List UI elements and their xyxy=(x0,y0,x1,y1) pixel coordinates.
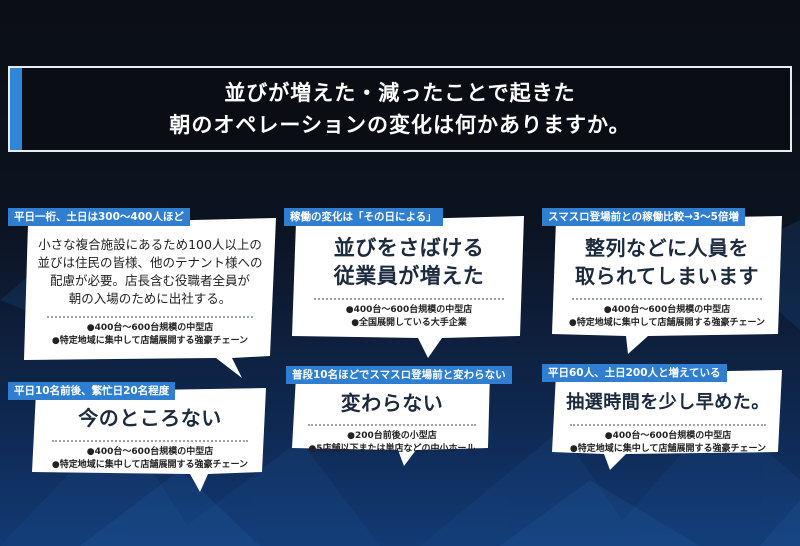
card-headline-2-line-2: 従業員が増えた xyxy=(333,264,485,288)
answer-card-5: 普段10名ほどでスマスロ登場前と変わらない 変わらない ●200台前後の小型店 … xyxy=(286,366,512,466)
card-text-1-line-2: 並びは住民の皆様、他のテナント様への xyxy=(37,255,263,270)
speech-bubble-1 xyxy=(24,218,276,378)
card-meta-5-line-1: ●200台前後の小型店 xyxy=(347,431,437,441)
dotted-divider xyxy=(308,424,476,426)
card-headline-3-line-2: 取られてしまいます xyxy=(575,264,759,288)
card-headline-3-line-1: 整列などに人員を xyxy=(585,236,749,260)
card-meta-4-line-1: ●400台〜600台規模の中型店 xyxy=(86,447,214,457)
dotted-divider xyxy=(47,316,253,318)
dotted-divider xyxy=(572,298,762,300)
card-label-1: 平日一桁、土日は300〜400人ほど xyxy=(8,208,190,226)
speech-bubble-2 xyxy=(292,216,524,358)
card-label-3: スマスロ登場前との稼働比較→3〜5倍増 xyxy=(542,208,745,226)
speech-bubble-5 xyxy=(292,372,490,466)
card-meta-6-line-1: ●400台〜600台規模の中型店 xyxy=(604,431,732,441)
card-label-6: 平日60人、土日200人と増えている xyxy=(542,364,727,382)
card-label-4: 平日10名前後、繁忙日20名程度 xyxy=(8,382,176,400)
card-label-2: 稼働の変化は「その日による」 xyxy=(284,208,443,226)
header-question-box: 並びが増えた・減ったことで起きた 朝のオペレーションの変化は何かありますか。 xyxy=(8,66,792,152)
speech-bubble-3 xyxy=(552,216,782,354)
dotted-divider xyxy=(570,424,766,426)
answer-card-3: スマスロ登場前との稼働比較→3〜5倍増 整列などに人員を 取られてしまいます ●… xyxy=(542,208,784,354)
speech-bubble-6 xyxy=(552,370,782,470)
card-headline-6: 抽選時間を少し早めた。 xyxy=(566,392,770,413)
card-label-5: 普段10名ほどでスマスロ登場前と変わらない xyxy=(286,366,512,384)
answer-card-6: 平日60人、土日200人と増えている 抽選時間を少し早めた。 ●400台〜600… xyxy=(542,364,784,470)
header-line-2: 朝のオペレーションの変化は何かありますか。 xyxy=(169,113,631,137)
card-meta-3-line-2: ●特定地域に集中して店舗展開する強豪チェーン xyxy=(568,318,766,328)
card-meta-6-line-2: ●特定地域に集中して店舗展開する強豪チェーン xyxy=(569,444,767,454)
card-meta-4-line-2: ●特定地域に集中して店舗展開する強豪チェーン xyxy=(51,460,249,470)
card-headline-2-line-1: 並びをさばける xyxy=(333,236,485,260)
card-meta-2-line-2: ●全国展開している大手企業 xyxy=(351,318,467,328)
header-line-1: 並びが増えた・減ったことで起きた xyxy=(224,81,576,105)
card-text-1-line-4: 朝の入場のために出社する。 xyxy=(68,291,232,306)
dotted-divider xyxy=(314,298,504,300)
card-headline-4: 今のところない xyxy=(78,406,222,430)
card-headline-5: 変わらない xyxy=(340,391,444,415)
dotted-divider xyxy=(52,440,248,442)
card-text-1-line-1: 小さな複合施設にあるため100人以上の xyxy=(38,237,262,252)
card-meta-1-line-1: ●400台〜600台規模の中型店 xyxy=(86,323,214,333)
answer-card-4: 平日10名前後、繁忙日20名程度 今のところない ●400台〜600台規模の中型… xyxy=(8,382,268,492)
answer-card-1: 平日一桁、土日は300〜400人ほど 小さな複合施設にあるため100人以上の 並… xyxy=(8,208,278,378)
card-meta-5-line-2: ●5店舗以下または単店などの中小ホール xyxy=(308,444,476,454)
card-meta-2-line-1: ●400台〜600台規模の中型店 xyxy=(345,305,473,315)
card-meta-3-line-1: ●400台〜600台規模の中型店 xyxy=(603,305,731,315)
card-text-1-line-3: 配慮が必要。店長含む役職者全員が xyxy=(49,273,250,288)
answer-card-2: 稼働の変化は「その日による」 並びをさばける 従業員が増えた ●400台〜600… xyxy=(284,208,528,358)
card-meta-1-line-2: ●特定地域に集中して店舗展開する強豪チェーン xyxy=(51,336,249,346)
